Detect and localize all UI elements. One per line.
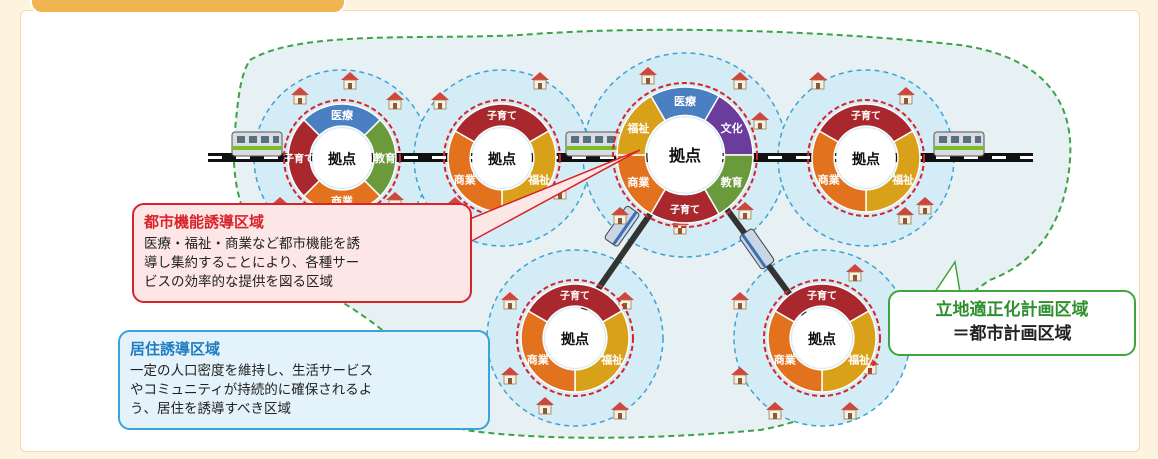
residential-area-line: 一定の人口密度を維持し、生活サービス xyxy=(130,363,373,379)
house-icon xyxy=(809,72,827,90)
house-icon xyxy=(501,292,519,310)
planning-area-title: 立地適正化計画区域 xyxy=(935,300,1089,320)
house-icon xyxy=(731,367,749,385)
residential-area-callout: 居住誘導区域 一定の人口密度を維持し、生活サービス やコミュニティが持続的に確保… xyxy=(118,330,490,430)
urban-function-ring xyxy=(516,279,634,397)
house-icon xyxy=(341,72,359,90)
train-right xyxy=(933,131,985,157)
train-middle xyxy=(565,131,621,157)
residential-area-line: やコミュニティが持続的に確保されるよ xyxy=(130,382,373,398)
hub-segment-label: 福祉 xyxy=(626,121,649,135)
house-icon xyxy=(639,67,657,85)
urban-function-area-line: ビスの効率的な提供を図る区域 xyxy=(144,274,333,290)
hub-segment-label: 子育て xyxy=(851,109,881,122)
hub-segment-label: 子育て xyxy=(284,152,314,165)
hub-segment-label: 福祉 xyxy=(891,172,914,186)
hub-segment xyxy=(811,129,867,213)
train-branch-right xyxy=(739,228,775,270)
hub-center xyxy=(792,308,852,368)
hub-segment-label: 医療 xyxy=(674,94,697,108)
hub-segment-label: 福祉 xyxy=(600,352,623,366)
train-left xyxy=(231,131,283,157)
hub-segment xyxy=(287,118,321,198)
hub-segment-label: 商業 xyxy=(774,352,797,366)
residential-area-line: う、居住を誘導すべき区域 xyxy=(130,401,292,417)
house-icon xyxy=(897,87,915,105)
planning-area-callout: 立地適正化計画区域 ＝都市計画区域 xyxy=(888,290,1136,356)
house-icon xyxy=(846,264,864,282)
planning-area-subtitle: ＝都市計画区域 xyxy=(952,324,1072,344)
house-icon xyxy=(611,207,629,225)
hub-label: 拠点 xyxy=(808,331,836,348)
house-icon xyxy=(896,207,914,225)
hub-segment xyxy=(767,309,823,393)
house-icon xyxy=(731,72,749,90)
hub-segment-label: 商業 xyxy=(627,175,650,189)
hub-label: 拠点 xyxy=(669,146,701,165)
house-icon xyxy=(531,72,549,90)
house-icon xyxy=(736,202,754,220)
residential-area-title: 居住誘導区域 xyxy=(130,340,221,358)
hub-segment-label: 福祉 xyxy=(527,172,550,186)
hub-label: 拠点 xyxy=(561,331,589,348)
house-icon xyxy=(731,292,749,310)
hub-segment xyxy=(447,129,503,213)
hub-segment-label: 商業 xyxy=(818,172,841,186)
hub-segment-label: 福祉 xyxy=(847,352,870,366)
hub-center xyxy=(312,128,372,188)
hub-segment-label: 子育て xyxy=(560,289,590,302)
house-icon xyxy=(386,92,404,110)
hub-segment-label: 医療 xyxy=(331,108,354,122)
house-icon xyxy=(536,397,554,415)
house-icon xyxy=(841,402,859,420)
house-icon xyxy=(501,367,519,385)
hub-segment-label: 子育て xyxy=(487,109,517,122)
urban-function-area-title: 都市機能誘導区域 xyxy=(144,213,265,231)
hub-segment-label: 文化 xyxy=(721,121,743,135)
hub-segment-label: 商業 xyxy=(454,172,477,186)
hub-segment-label: 教育 xyxy=(373,151,396,165)
house-icon xyxy=(431,92,449,110)
urban-function-ring xyxy=(612,82,758,228)
house-icon xyxy=(751,112,769,130)
urban-function-area-line: 導し集約することにより、各種サー xyxy=(144,255,360,271)
house-icon xyxy=(291,87,309,105)
hub-segment-label: 子育て xyxy=(807,289,837,302)
hub-center xyxy=(647,117,723,193)
hubs: 医療教育商業子育て拠点子育て福祉商業拠点医療文化教育子育て商業福祉拠点子育て福祉… xyxy=(283,82,925,397)
hub-segment-label: 教育 xyxy=(720,175,743,189)
urban-function-ring xyxy=(807,99,925,217)
hub-center xyxy=(545,308,605,368)
hub-segment-label: 子育て xyxy=(670,203,700,216)
hub-segment xyxy=(616,95,667,156)
hub-segment-label: 商業 xyxy=(527,352,550,366)
house-icon xyxy=(616,292,634,310)
urban-function-area-line: 医療・福祉・商業など都市機能を誘 xyxy=(144,236,360,252)
house-icon xyxy=(611,402,629,420)
hub-center xyxy=(836,128,896,188)
house-icon xyxy=(766,402,784,420)
hub-label: 拠点 xyxy=(852,151,880,168)
hub-label: 拠点 xyxy=(328,151,356,168)
urban-function-area-callout: 都市機能誘導区域 医療・福祉・商業など都市機能を誘 導し集約することにより、各種… xyxy=(132,203,472,303)
hub-segment xyxy=(520,309,576,393)
urban-function-ring xyxy=(763,279,881,397)
house-icon xyxy=(916,197,934,215)
hub-center xyxy=(472,128,532,188)
hub-label: 拠点 xyxy=(488,151,516,168)
